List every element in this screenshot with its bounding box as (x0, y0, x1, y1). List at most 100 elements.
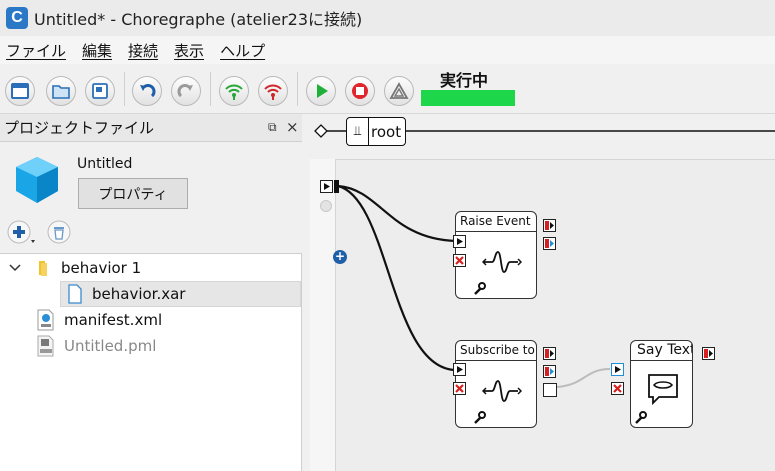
box-title: Say Text (631, 341, 692, 361)
output-port-icon (545, 367, 554, 376)
tree-item-label: behavior 1 (61, 259, 142, 277)
raise-event-box[interactable]: Raise Event (455, 211, 537, 299)
flow-diagram-canvas[interactable] (310, 159, 775, 471)
title-bar: C Untitled* - Choregraphe (atelier23に接続) (0, 0, 775, 36)
folder-icon (39, 261, 47, 276)
panel-title: プロジェクトファイル (4, 119, 155, 137)
wifi-connect-icon (225, 84, 243, 100)
menu-edit[interactable]: 編集 (82, 41, 113, 60)
file-icon (68, 284, 82, 304)
undo-button[interactable] (132, 76, 162, 106)
tree-item-manifest[interactable]: manifest.xml (34, 307, 300, 333)
stop-icon (352, 83, 368, 99)
close-port-icon (455, 384, 464, 393)
output-port-icon (545, 239, 554, 248)
add-file-button[interactable] (6, 220, 36, 246)
connection-lines (337, 184, 611, 388)
tree-item-untitled-pml[interactable]: Untitled.pml (34, 333, 300, 359)
open-project-button[interactable] (46, 76, 76, 106)
say-text-stop-port[interactable] (611, 382, 624, 395)
properties-button[interactable]: プロパティ (78, 178, 188, 209)
play-button[interactable] (306, 76, 336, 106)
menu-view[interactable]: 表示 (174, 41, 205, 60)
output-port-icon (545, 221, 554, 230)
menu-help[interactable]: ヘルプ (220, 41, 266, 60)
diagram-path-bar: ⫫ root (302, 114, 775, 154)
raise-event-stop-port[interactable] (453, 254, 466, 267)
connect-button[interactable] (219, 76, 249, 106)
redo-button[interactable] (171, 76, 201, 106)
say-text-output-port[interactable] (702, 347, 715, 360)
signal-wave-icon (482, 380, 522, 402)
add-input-icon[interactable] (320, 200, 332, 212)
project-name: Untitled (77, 156, 133, 172)
root-label: root (371, 122, 402, 141)
play-port-icon (457, 238, 463, 245)
signal-wave-icon (482, 251, 522, 273)
speech-bubble-icon (648, 374, 678, 406)
raise-event-output-port-2[interactable] (543, 237, 556, 250)
panel-close-icon[interactable]: × (286, 118, 299, 136)
tree-item-label: manifest.xml (64, 311, 163, 329)
redo-icon (177, 84, 193, 98)
project-file-tree: behavior 1 behavior.xar manifest.xml Unt… (0, 253, 302, 471)
play-port-icon (457, 366, 463, 373)
tree-item-label: behavior.xar (92, 285, 186, 303)
box-title: Raise Event (456, 212, 536, 232)
save-project-button[interactable] (85, 76, 115, 106)
root-breadcrumb[interactable]: ⫫ root (346, 117, 406, 146)
box-title: Subscribe to (456, 341, 536, 361)
subscribe-to-stop-port[interactable] (453, 382, 466, 395)
running-status-bar (421, 90, 515, 106)
subscribe-to-input-port[interactable] (453, 363, 466, 376)
port-marker (334, 180, 339, 193)
subscribe-to-data-port[interactable] (543, 383, 557, 397)
tree-item-label: Untitled.pml (64, 337, 157, 355)
plus-icon (7, 220, 35, 244)
say-text-box[interactable]: Say Text (630, 340, 693, 428)
raise-event-output-port[interactable] (543, 219, 556, 232)
wifi-disconnect-icon (264, 84, 282, 100)
root-box-icon: ⫫ (347, 118, 369, 145)
stop-button[interactable] (345, 76, 375, 106)
manifest-file-icon (37, 309, 54, 331)
close-port-icon (455, 256, 464, 265)
chevron-down-icon (9, 264, 21, 272)
running-status-text: 実行中 (440, 71, 489, 90)
new-project-button[interactable] (5, 76, 35, 106)
menu-file[interactable]: ファイル (6, 41, 67, 60)
warning-triangle-icon (389, 82, 409, 99)
play-icon (317, 84, 328, 98)
subscribe-to-box[interactable]: Subscribe to (455, 340, 537, 428)
tree-item-behavior-1[interactable]: behavior 1 (0, 255, 300, 281)
subscribe-to-output-port-2[interactable] (543, 365, 556, 378)
menu-connection[interactable]: 接続 (128, 41, 159, 60)
subscribe-to-output-port[interactable] (543, 347, 556, 360)
window-title: Untitled* - Choregraphe (atelier23に接続) (34, 10, 363, 29)
play-port-icon (615, 366, 621, 373)
app-logo-icon: C (6, 7, 28, 29)
raise-event-input-port[interactable] (453, 235, 466, 248)
debug-button[interactable] (384, 76, 414, 106)
delete-file-button[interactable] (44, 220, 74, 246)
add-parameter-icon[interactable]: + (333, 249, 347, 264)
undo-icon (140, 84, 156, 98)
folder-icon (52, 85, 70, 99)
close-port-icon (613, 384, 622, 393)
canvas-onstart-input-port[interactable] (320, 180, 333, 193)
panel-float-icon[interactable]: ⧉ (268, 120, 277, 134)
disconnect-button[interactable] (258, 76, 288, 106)
wrench-icon (474, 411, 486, 424)
play-port-icon (324, 183, 330, 190)
project-files-panel-header: プロジェクトファイル ⧉ × (0, 114, 302, 142)
menu-bar: ファイル 編集 接続 表示 ヘルプ (0, 36, 775, 64)
tree-item-behavior-xar[interactable]: behavior.xar (60, 281, 301, 307)
wrench-icon (635, 411, 647, 424)
output-port-icon (704, 349, 713, 358)
output-port-icon (545, 349, 554, 358)
say-text-input-port[interactable] (611, 363, 624, 376)
project-cube-icon (16, 157, 58, 203)
toolbar (0, 64, 775, 114)
trash-icon (47, 220, 71, 244)
pml-file-icon (37, 335, 54, 357)
